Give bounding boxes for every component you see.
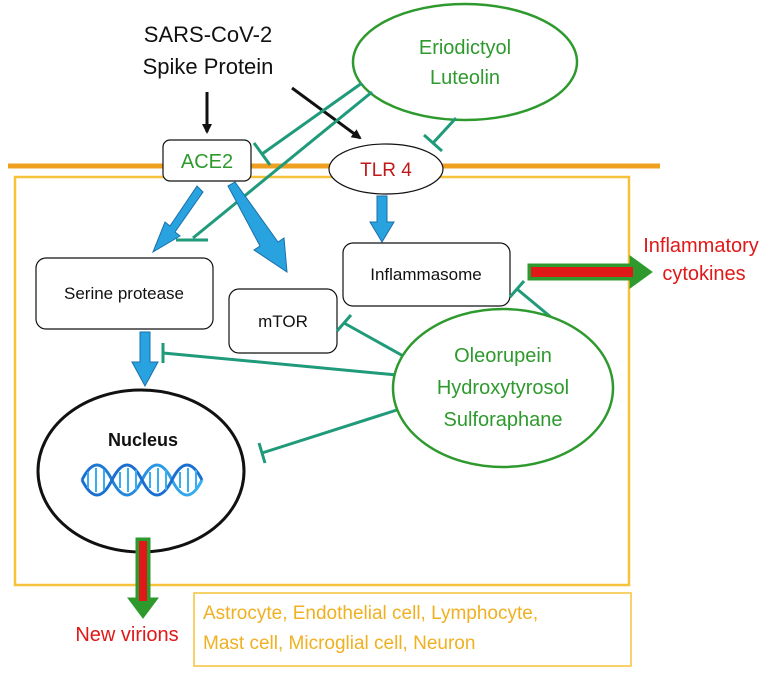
- nucleus-label: Nucleus: [108, 430, 178, 450]
- inhibit-nucleus-line: [257, 407, 401, 464]
- blue-arrow-ace2-to-mtor: [227, 181, 288, 273]
- nucleus-ellipse: [36, 388, 246, 554]
- spike-protein-label-line2: Spike Protein: [143, 54, 274, 79]
- sulforaphane-label: Sulforaphane: [444, 409, 563, 431]
- arrow-to-new-virions: [127, 537, 159, 619]
- hydroxytyrosol-label: Hydroxytyrosol: [437, 377, 569, 399]
- arrow-to-inflammatory-cytokines: [527, 255, 653, 289]
- spike-protein-label-line1: SARS-CoV-2: [144, 22, 272, 47]
- ace2-label: ACE2: [181, 151, 233, 173]
- inhibit-mtor-line: [335, 314, 406, 359]
- inhibit-ace2-line: [252, 81, 363, 166]
- blue-arrow-ace2-to-serine-protease: [151, 185, 204, 254]
- cytokines-label: cytokines: [662, 263, 745, 285]
- cell-types-line2: Mast cell, Microglial cell, Neuron: [203, 633, 475, 654]
- cell-types-box: [193, 592, 632, 667]
- blue-arrow-serine-protease-to-nucleus: [131, 331, 159, 388]
- serine-protease-box: [35, 257, 214, 330]
- arrow-spike-to-tlr4: [291, 86, 362, 140]
- inhibit-serine-protease-line: [176, 90, 373, 242]
- inflammatory-label: Inflammatory: [643, 235, 759, 257]
- luteolin-label: Luteolin: [430, 67, 500, 89]
- inhibitor-group-1-ellipse: [351, 2, 579, 122]
- mtor-box: [228, 288, 338, 354]
- tlr4-label: TLR 4: [360, 160, 412, 181]
- eriodictyol-label: Eriodictyol: [419, 37, 511, 59]
- dna-helix-icon: [80, 463, 204, 497]
- inhibitor-group-2-ellipse: [391, 307, 615, 469]
- serine-protease-label: Serine protease: [64, 284, 184, 303]
- inflammasome-box: [342, 242, 511, 307]
- blue-arrow-tlr4-to-inflammasome: [369, 195, 395, 243]
- inhibit-tlr4-line: [423, 116, 458, 153]
- inflammasome-label: Inflammasome: [370, 265, 481, 284]
- inhibit-serine-to-nucleus-line: [161, 343, 398, 377]
- oleorupein-label: Oleorupein: [454, 345, 552, 367]
- cell-boundary: [13, 175, 631, 587]
- cell-types-line1: Astrocyte, Endothelial cell, Lymphocyte,: [203, 603, 538, 624]
- ace2-receptor-box: [162, 139, 252, 182]
- new-virions-label: New virions: [75, 624, 178, 646]
- tlr4-receptor-ellipse: [328, 143, 444, 195]
- mtor-label: mTOR: [258, 312, 308, 331]
